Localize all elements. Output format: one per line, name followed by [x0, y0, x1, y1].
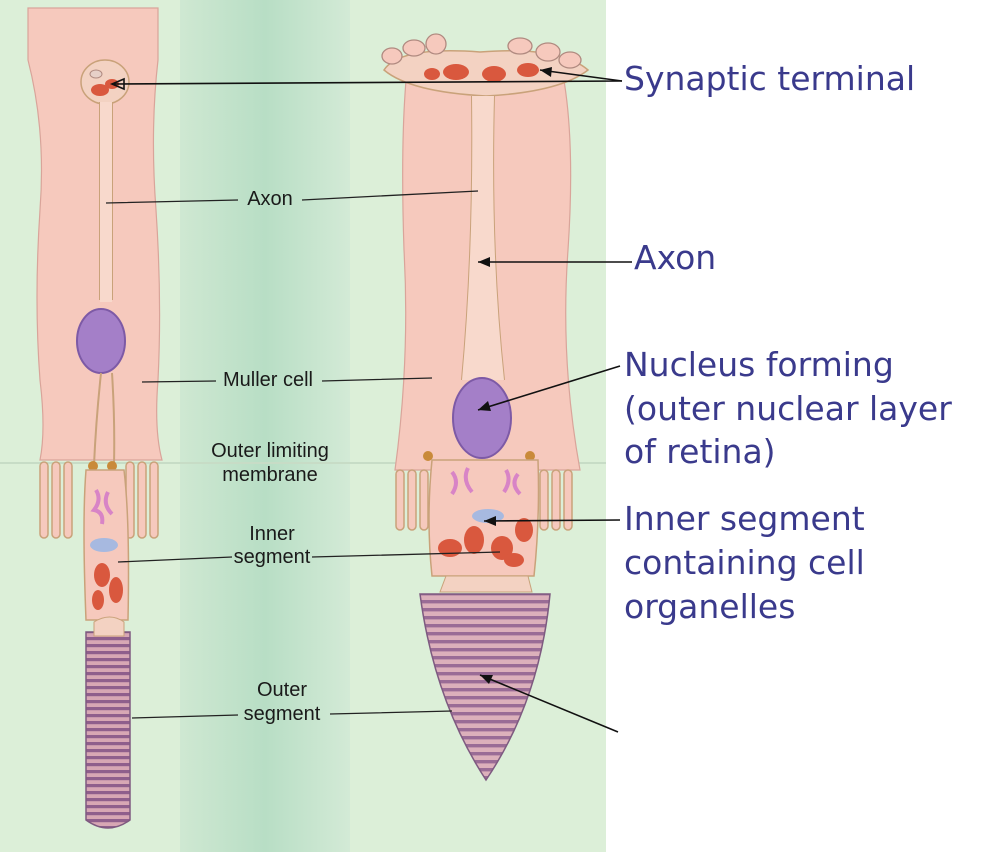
- muller-cell-left: [27, 7, 163, 461]
- label-axon-figure: Axon: [247, 188, 293, 210]
- label-inner-segment-2: segment: [234, 546, 311, 568]
- figure-labels: Axon Muller cell Outer limiting membrane…: [105, 188, 501, 725]
- leader-outer-segment: [479, 674, 619, 733]
- callouts: Synaptic terminal Axon Nucleus forming (…: [109, 59, 952, 733]
- label-muller-cell: Muller cell: [223, 369, 313, 391]
- label-outer-segment-1: Outer: [257, 679, 307, 701]
- callout-nucleus-1: Nucleus forming: [624, 345, 894, 384]
- label-outer-limiting-2: membrane: [222, 464, 318, 486]
- label-inner-segment-1: Inner: [249, 523, 295, 545]
- callout-nucleus-2: (outer nuclear layer: [624, 389, 952, 428]
- callout-axon: Axon: [634, 238, 716, 277]
- callout-inner-segment-2: containing cell: [624, 543, 865, 582]
- rod-cell: [27, 7, 163, 829]
- nucleus-left: [76, 308, 126, 374]
- leader-nucleus: [477, 365, 621, 411]
- synaptic-terminal-left: [80, 59, 130, 105]
- axon-right: [461, 95, 505, 381]
- leader-inner-segment: [483, 519, 621, 522]
- callout-inner-segment-1: Inner segment: [624, 499, 865, 538]
- leader-synaptic-terminal: [111, 80, 623, 85]
- outer-segment-left: [85, 631, 131, 829]
- label-outer-segment-2: segment: [244, 703, 321, 725]
- nucleus-right: [452, 377, 512, 459]
- microvilli-left: [39, 461, 159, 539]
- microvilli-right: [395, 469, 573, 531]
- callout-nucleus-3: of retina): [624, 432, 776, 471]
- callout-synaptic-terminal: Synaptic terminal: [624, 59, 915, 98]
- label-outer-limiting-1: Outer limiting: [211, 440, 329, 462]
- callout-inner-segment-3: organelles: [624, 587, 795, 626]
- outer-segment-right: [419, 593, 551, 782]
